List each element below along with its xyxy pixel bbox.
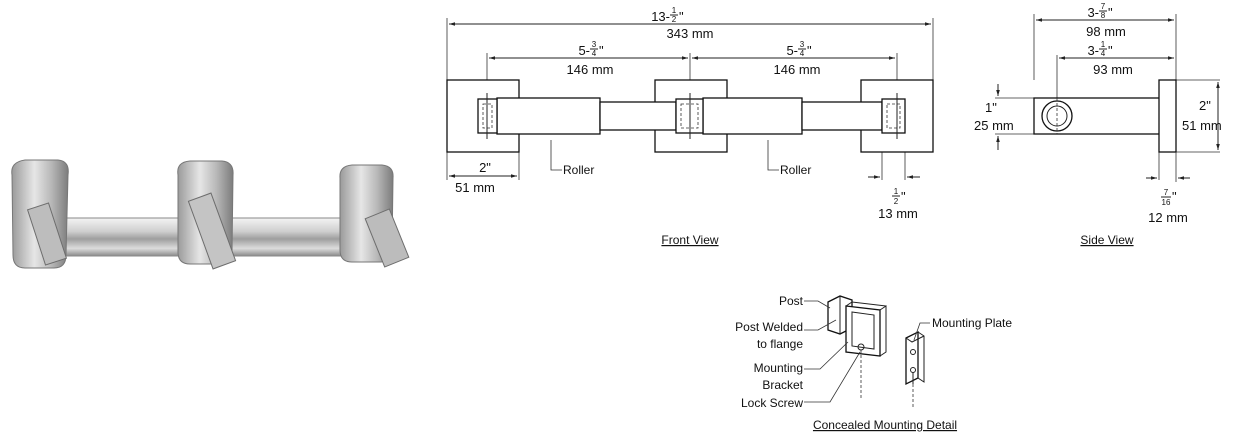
- svg-text:": ": [901, 189, 906, 204]
- label-mounting-bracket-2: Bracket: [762, 378, 803, 392]
- span-right-imperial: 5-: [786, 43, 798, 58]
- span-right-fraction-den: 4: [800, 49, 805, 58]
- roller-label-left: Roller: [563, 163, 594, 177]
- front-view-caption: Front View: [661, 233, 718, 247]
- overall-width-fraction-num: 1: [672, 6, 677, 15]
- roller-center-fraction-num: 1: [1101, 40, 1106, 49]
- span-right-metric: 146 mm: [774, 62, 821, 77]
- label-post-welded-1: Post Welded: [735, 320, 803, 334]
- flange-thickness-metric: 12 mm: [1148, 210, 1188, 225]
- label-post-welded-2: to flange: [757, 337, 803, 351]
- depth-fraction-den: 8: [1101, 11, 1106, 20]
- span-left-fraction-num: 3: [592, 40, 597, 49]
- roller-height-imperial: 1": [985, 100, 997, 115]
- depth-metric: 98 mm: [1086, 24, 1126, 39]
- overall-width-inch-mark: ": [679, 9, 684, 24]
- flange-width-imperial: 2": [479, 160, 491, 175]
- overall-width-metric: 343 mm: [667, 26, 714, 41]
- depth-imperial: 3-: [1087, 5, 1099, 20]
- depth-fraction-num: 7: [1101, 2, 1106, 11]
- roller-height-metric: 25 mm: [974, 118, 1014, 133]
- flange-height-metric: 51 mm: [1182, 118, 1222, 133]
- flange-height-imperial: 2": [1199, 98, 1211, 113]
- side-view: 3- 7 8 " 98 mm 3- 1 4 " 93 mm 1" 25 mm 2…: [974, 2, 1222, 247]
- roller-label-right: Roller: [780, 163, 811, 177]
- front-roller-left-core: [599, 101, 677, 131]
- svg-text:": ": [807, 43, 812, 58]
- label-lock-screw: Lock Screw: [741, 396, 803, 410]
- front-roller-right-sleeve: [702, 97, 803, 135]
- roller-center-metric: 93 mm: [1093, 62, 1133, 77]
- flange-thickness-fraction-num: 7: [1164, 188, 1169, 197]
- roller-center-fraction-den: 4: [1101, 49, 1106, 58]
- post-offset-fraction-num: 1: [894, 187, 899, 196]
- front-post-middle: [675, 93, 704, 139]
- front-roller-right-core: [801, 101, 883, 131]
- flange-thickness-fraction-den: 16: [1162, 198, 1171, 207]
- mounting-detail-caption: Concealed Mounting Detail: [813, 418, 957, 432]
- mounting-detail: Post Post Welded to flange Mounting Brac…: [735, 294, 1012, 432]
- side-flange: [1158, 79, 1177, 153]
- post-offset-fraction-den: 2: [894, 197, 899, 206]
- svg-text:": ": [1108, 43, 1113, 58]
- label-mounting-plate: Mounting Plate: [932, 316, 1012, 330]
- photo-post-middle: [187, 192, 237, 270]
- svg-text:": ": [1108, 5, 1113, 20]
- overall-width-fraction-den: 2: [672, 15, 677, 24]
- front-roller-left-sleeve: [496, 97, 601, 135]
- front-view: 13- 1 2 " 343 mm 5- 3 4 " 146 mm 5- 3 4 …: [446, 6, 934, 247]
- photo-post-right: [364, 208, 410, 268]
- post-offset-metric: 13 mm: [878, 206, 918, 221]
- side-view-caption: Side View: [1080, 233, 1133, 247]
- photo-post-left: [26, 202, 68, 266]
- front-post-left: [477, 93, 498, 139]
- label-post: Post: [779, 294, 804, 308]
- label-mounting-bracket-1: Mounting: [754, 361, 803, 375]
- front-post-right: [881, 93, 906, 139]
- product-photo: [11, 159, 410, 270]
- overall-width-imperial: 13-: [651, 9, 670, 24]
- span-left-metric: 146 mm: [567, 62, 614, 77]
- span-left-fraction-den: 4: [592, 49, 597, 58]
- span-left-imperial: 5-: [578, 43, 590, 58]
- svg-text:": ": [599, 43, 604, 58]
- roller-center-imperial: 3-: [1087, 43, 1099, 58]
- flange-width-metric: 51 mm: [455, 180, 495, 195]
- span-right-fraction-num: 3: [800, 40, 805, 49]
- svg-text:": ": [1172, 189, 1177, 204]
